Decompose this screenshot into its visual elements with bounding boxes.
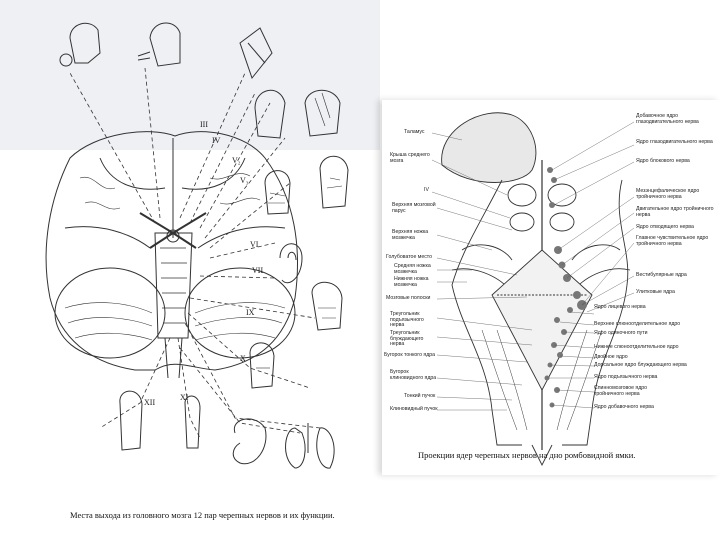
label-right: Улитковые ядра <box>636 290 675 296</box>
label-right: Ядро одиночного пути <box>594 331 648 337</box>
label-right: Ядро отводящего нерва <box>636 225 694 231</box>
label-left: Треугольник блуждающего нерва <box>390 331 438 348</box>
label-left: IV <box>424 188 429 194</box>
label-left: Мозговые полоски <box>386 296 430 302</box>
nerve-numeral: IV <box>212 136 220 145</box>
label-right: Ядро глазодвигательного нерва <box>636 140 716 146</box>
left-figure-caption: Места выхода из головного мозга 12 пар ч… <box>70 510 335 520</box>
label-left: Треугольник подъязычного нерва <box>390 312 438 329</box>
label-left: Клиновидный пучок <box>390 407 438 413</box>
label-left: Таламус <box>404 130 425 136</box>
label-left: Тонкий пучок <box>404 394 435 400</box>
cranial-nerves-drawing <box>40 8 370 498</box>
label-left: Средняя ножка мозжечка <box>394 264 438 275</box>
nerve-numeral: VII <box>252 266 263 275</box>
nerve-numeral: V₂ <box>232 156 241 165</box>
nerve-numeral: VI <box>250 240 258 249</box>
label-right: Ядро добавочного нерва <box>594 405 654 411</box>
label-right: Ядро лицевого нерва <box>594 305 664 311</box>
label-right: Ядро блокового нерва <box>636 159 690 165</box>
label-right: Нижнее слюноотделительное ядро <box>594 345 679 351</box>
nerve-numeral: IX <box>246 308 254 317</box>
rhomboid-fossa-figure: Таламус Крыша среднего мозга IV Верхняя … <box>382 100 720 475</box>
nerve-numeral: XI <box>180 393 188 402</box>
nerve-numeral: III <box>200 120 208 129</box>
label-right: Ядро подъязычного нерва <box>594 375 657 381</box>
label-right: Мезэнцефалическое ядро тройничного нерва <box>636 189 718 200</box>
label-left: Голубоватое место <box>386 255 432 261</box>
label-right: Главное чувствительное ядро тройничного … <box>636 236 718 247</box>
label-right: Добавочное ядро глазодвигательного нерва <box>636 114 716 125</box>
label-right: Двойное ядро <box>594 355 628 361</box>
label-right: Спинномозговое ядро тройничного нерва <box>594 386 674 397</box>
label-left: Бугорок тонкого ядра <box>384 353 435 359</box>
nerve-numeral: XII <box>144 398 155 407</box>
label-left: Крыша среднего мозга <box>390 153 432 164</box>
label-right: Верхнее слюноотделительное ядро <box>594 322 680 328</box>
label-left: Верхняя мозговой парус <box>392 203 436 214</box>
label-left: Бугорок клиновидного ядра <box>390 370 438 381</box>
label-right: Дорсальное ядро блуждающего нерва <box>594 363 687 369</box>
right-figure-caption: Проекции ядер черепных нервов на дно ром… <box>418 450 635 460</box>
nerve-numeral: X <box>240 354 246 363</box>
label-left: Верхняя ножка мозжечка <box>392 230 438 241</box>
cranial-nerves-figure: III IV V₂ V₃ VI VII IX X XI XII Места вы… <box>40 8 370 498</box>
label-right: Вестибулярные ядра <box>636 273 687 279</box>
label-right: Двигательное ядро тройничного нерва <box>636 207 718 218</box>
label-left: Нижняя ножка мозжечка <box>394 277 438 288</box>
nerve-numeral: V₃ <box>240 176 249 185</box>
